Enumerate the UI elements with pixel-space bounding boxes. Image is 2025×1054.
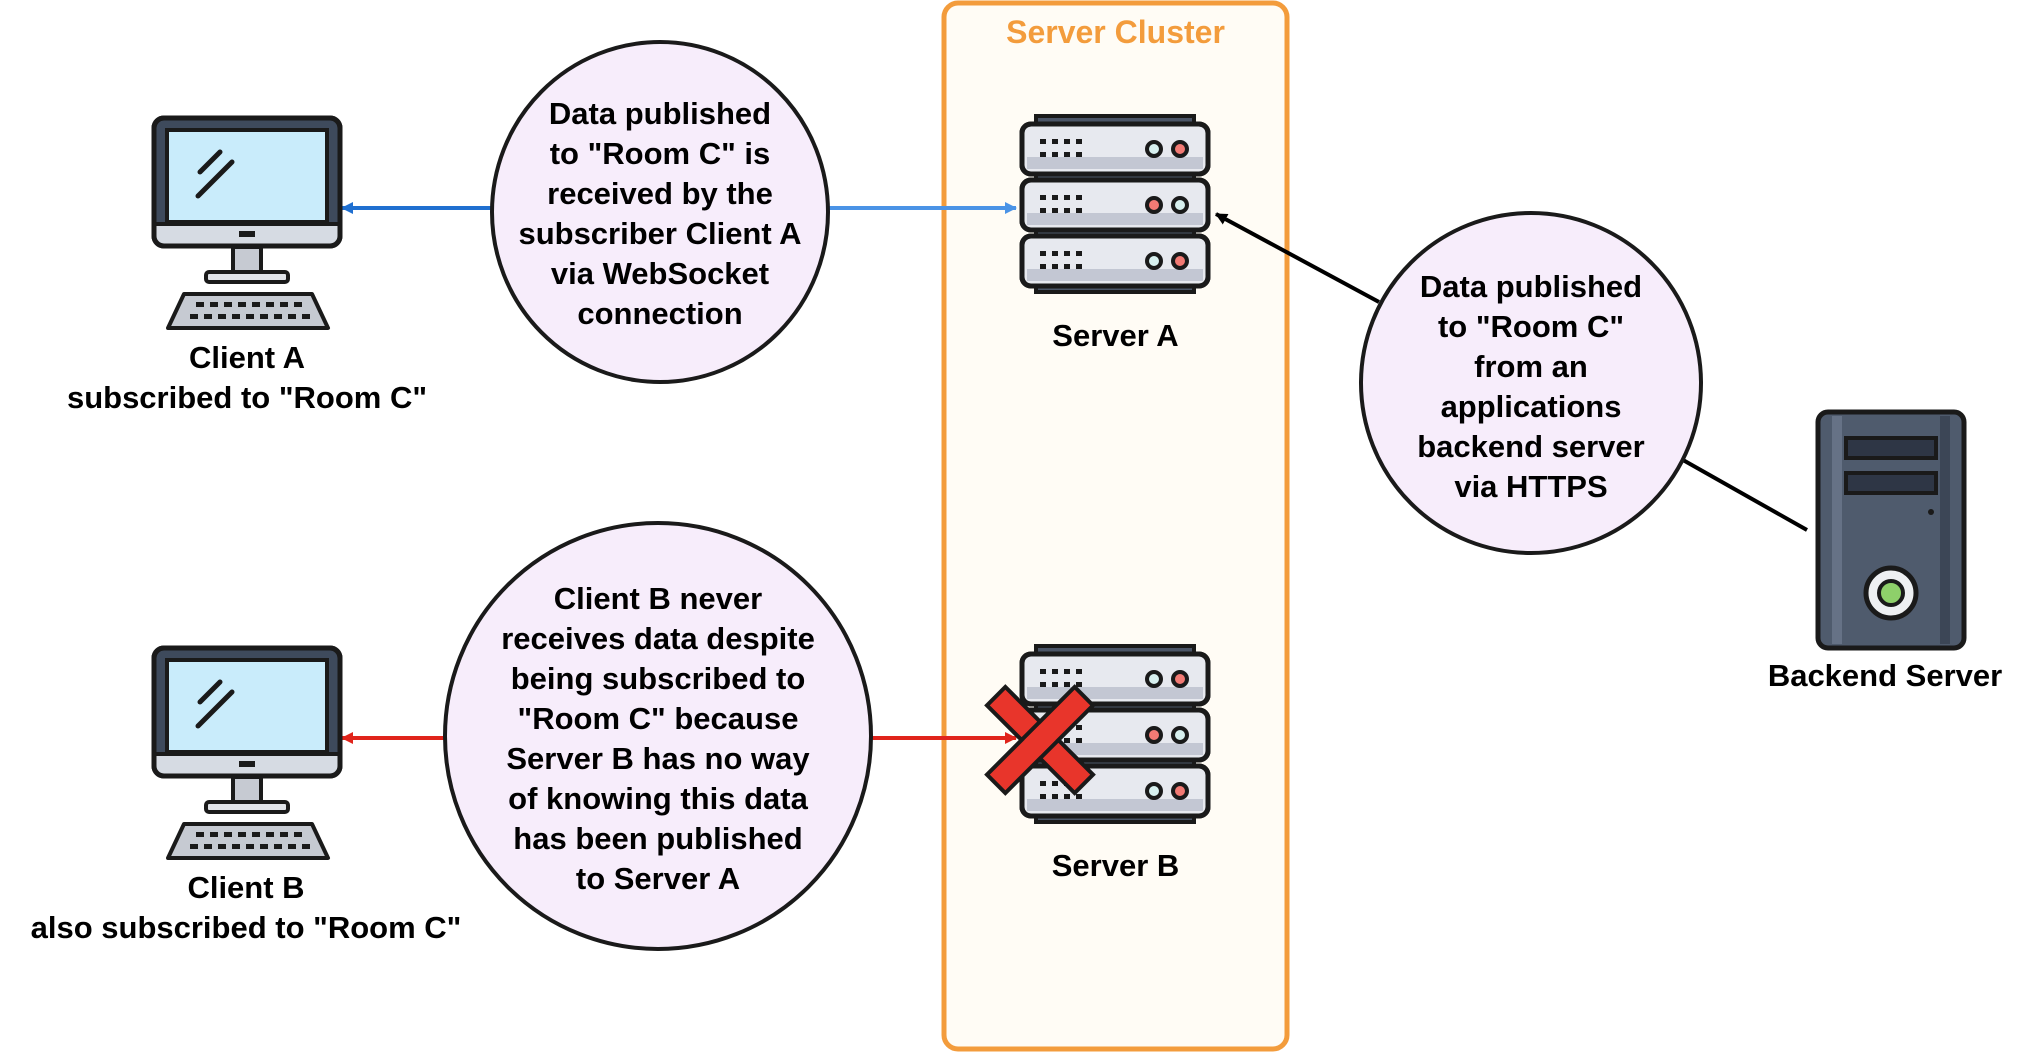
client-b-label: Client B also subscribed to "Room C" (0, 868, 492, 948)
note-client-b-line: Server B has no way (506, 741, 810, 776)
cluster-title-text: Server Cluster (1006, 14, 1225, 50)
note-client-b-line: to Server A (575, 861, 741, 896)
client-b-subtitle: also subscribed to "Room C" (30, 910, 462, 945)
note-backend-line: Data published (1419, 269, 1643, 304)
note-backend-line: backend server (1417, 429, 1645, 464)
note-circle-client-b (443, 521, 873, 951)
note-client-b-line: "Room C" because (517, 701, 799, 736)
backend-tower-server-icon (1815, 409, 1967, 651)
note-backend-line: via HTTPS (1454, 469, 1608, 504)
note-backend-line: applications (1440, 389, 1622, 424)
note-client-a-line: Data published (548, 96, 772, 131)
backend-server-name: Backend Server (1767, 658, 2003, 693)
note-client-a-line: subscriber Client A (518, 216, 802, 251)
note-client-a-line: connection (577, 296, 743, 331)
backend-server-label: Backend Server (1745, 658, 2025, 694)
note-client-b-line: of knowing this data (508, 781, 808, 816)
client-b-desktop-icon (154, 648, 340, 858)
note-circle-client-a (490, 40, 830, 384)
note-client-b-line: Client B never (553, 581, 763, 616)
client-a-subtitle: subscribed to "Room C" (66, 380, 428, 415)
note-client-a-line: to "Room C" is (549, 136, 771, 171)
note-backend-line: to "Room C" (1437, 309, 1625, 344)
connector-backend (1682, 458, 1808, 532)
note-client-b-line: being subscribed to (510, 661, 806, 696)
server-a-label: Server A (944, 318, 1287, 354)
client-b-name: Client B (187, 870, 305, 905)
client-a-desktop-icon (154, 118, 340, 328)
note-client-a-line: received by the (547, 176, 773, 211)
note-client-b: Client B never receives data despite bei… (445, 579, 871, 899)
client-a-name: Client A (189, 340, 305, 375)
note-client-b-line: has been published (513, 821, 803, 856)
note-client-a-line: via WebSocket (550, 256, 770, 291)
note-circle-backend (1359, 211, 1703, 555)
cluster-title: Server Cluster (944, 14, 1287, 51)
note-backend: Data published to "Room C" from an appli… (1361, 267, 1701, 507)
client-a-label: Client A subscribed to "Room C" (30, 338, 464, 418)
arrow-to-server-a (1215, 212, 1380, 304)
server-b-name: Server B (1051, 848, 1180, 883)
server-b-label: Server B (944, 848, 1287, 884)
server-a-rack-icon (1022, 116, 1208, 292)
note-client-a: Data published to "Room C" is received b… (492, 94, 828, 334)
note-backend-line: from an (1474, 349, 1588, 384)
failure-cross-icon (984, 684, 1096, 796)
server-a-name: Server A (1052, 318, 1179, 353)
note-client-b-line: receives data despite (501, 621, 815, 656)
